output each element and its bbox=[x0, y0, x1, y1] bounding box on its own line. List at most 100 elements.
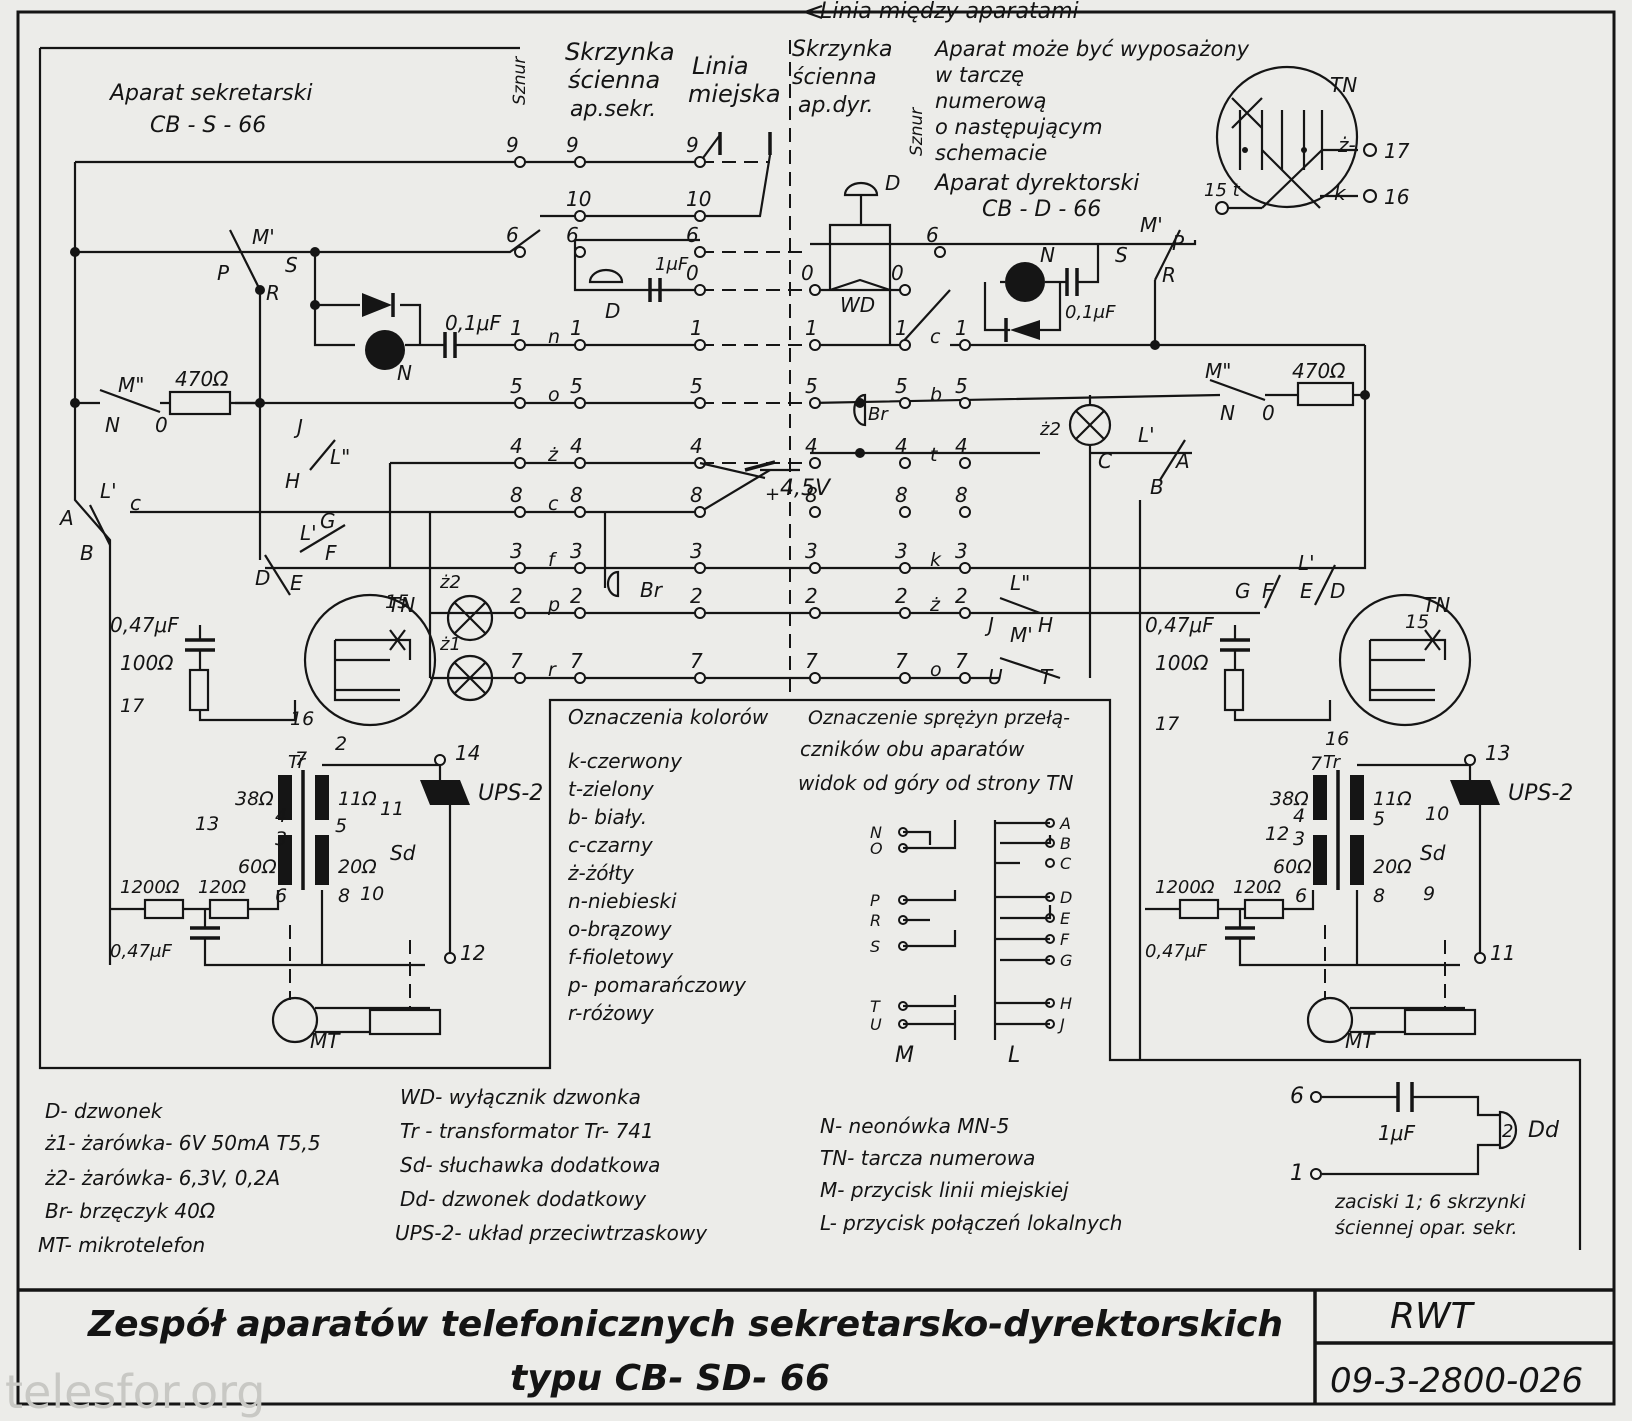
svg-text:S: S bbox=[285, 253, 298, 277]
terminal-number: 5 bbox=[510, 374, 523, 398]
terminal-number: 5 bbox=[895, 374, 908, 398]
inter-apparatus-line-label: Linia między aparatami bbox=[804, 0, 1079, 24]
svg-text:14: 14 bbox=[455, 741, 480, 765]
svg-text:o następującym: o następującym bbox=[935, 115, 1103, 139]
svg-text:F: F bbox=[1262, 579, 1274, 603]
svg-text:470Ω: 470Ω bbox=[175, 367, 229, 391]
svg-text:F: F bbox=[325, 541, 337, 565]
svg-text:Br: Br bbox=[640, 578, 664, 602]
terminal bbox=[514, 246, 526, 258]
svg-text:11: 11 bbox=[380, 798, 404, 820]
svg-text:20Ω: 20Ω bbox=[338, 856, 377, 878]
svg-text:H: H bbox=[285, 469, 300, 493]
svg-text:J: J bbox=[984, 613, 994, 637]
terminal bbox=[574, 562, 586, 574]
svg-text:J: J bbox=[293, 415, 303, 439]
abbreviation: Dd- dzwonek dodatkowy bbox=[400, 1187, 647, 1211]
svg-text:L': L' bbox=[300, 521, 317, 545]
svg-text:E: E bbox=[290, 571, 303, 595]
svg-text:k: k bbox=[1334, 181, 1347, 205]
column-headers: Sznur Skrzynka ścienna ap.sekr. Linia mi… bbox=[510, 37, 927, 156]
svg-text:Aparat może być wyposażony: Aparat może być wyposażony bbox=[933, 37, 1250, 61]
terminal-number: 1 bbox=[690, 316, 703, 340]
terminal bbox=[574, 246, 586, 258]
terminal bbox=[514, 607, 526, 619]
svg-text:0,1μF: 0,1μF bbox=[445, 311, 502, 335]
terminal bbox=[809, 607, 821, 619]
terminal-number: 8 bbox=[570, 483, 583, 507]
svg-text:czników obu aparatów: czników obu aparatów bbox=[800, 737, 1025, 761]
svg-text:Br: Br bbox=[868, 404, 889, 425]
terminal-number: 7 bbox=[955, 649, 968, 673]
svg-text:60Ω: 60Ω bbox=[238, 856, 277, 878]
svg-text:0,47μF: 0,47μF bbox=[110, 613, 179, 637]
box-sec-l1: Skrzynka bbox=[565, 38, 675, 66]
svg-text:L": L" bbox=[1010, 571, 1030, 595]
watermark: telesfor.org bbox=[5, 1365, 265, 1419]
svg-text:1200Ω: 1200Ω bbox=[120, 877, 180, 898]
svg-text:L': L' bbox=[1138, 423, 1155, 447]
terminal-number: 0 bbox=[801, 261, 814, 285]
terminal-number: 2 bbox=[690, 584, 703, 608]
svg-text:J: J bbox=[1057, 1015, 1065, 1034]
director-name: Aparat dyrektorski bbox=[933, 171, 1139, 196]
terminal-number: 1 bbox=[570, 316, 583, 340]
row-color-right: ż bbox=[929, 594, 941, 616]
terminal-number: 7 bbox=[690, 649, 703, 673]
terminal bbox=[574, 506, 586, 518]
svg-text:T: T bbox=[870, 997, 881, 1016]
title-org: RWT bbox=[1390, 1296, 1476, 1337]
terminal-number: 8 bbox=[690, 483, 703, 507]
terminal bbox=[959, 506, 971, 518]
svg-text:P: P bbox=[217, 261, 230, 285]
svg-text:c: c bbox=[130, 491, 141, 515]
terminal-number: 3 bbox=[510, 539, 523, 563]
director-type: CB - D - 66 bbox=[982, 197, 1101, 222]
title-line1: Zespół aparatów telefonicznych sekretars… bbox=[87, 1304, 1283, 1345]
svg-text:7: 7 bbox=[1310, 753, 1322, 775]
terminal bbox=[574, 156, 586, 168]
svg-text:M': M' bbox=[1010, 623, 1033, 647]
svg-text:8: 8 bbox=[338, 885, 350, 907]
terminal bbox=[574, 339, 586, 351]
svg-text:L': L' bbox=[1298, 551, 1315, 575]
terminal bbox=[574, 210, 586, 222]
terminal-number: 4 bbox=[895, 434, 908, 458]
svg-text:13: 13 bbox=[195, 813, 219, 835]
svg-text:ż-: ż- bbox=[1337, 133, 1356, 157]
svg-text:M': M' bbox=[1140, 213, 1163, 237]
terminal bbox=[809, 284, 821, 296]
svg-text:Sznur: Sznur bbox=[510, 56, 530, 105]
svg-text:Sd: Sd bbox=[390, 841, 416, 865]
terminal-number: 6 bbox=[686, 223, 699, 247]
terminal bbox=[899, 397, 911, 409]
terminal-number: 8 bbox=[955, 483, 968, 507]
doc-number: 09-3-2800-026 bbox=[1330, 1361, 1583, 1401]
svg-text:10: 10 bbox=[1425, 803, 1449, 825]
terminal bbox=[809, 672, 821, 684]
svg-text:120Ω: 120Ω bbox=[198, 877, 246, 898]
svg-text:Linia między aparatami: Linia między aparatami bbox=[820, 0, 1079, 24]
svg-text:H: H bbox=[1038, 613, 1053, 637]
terminal bbox=[899, 607, 911, 619]
svg-text:100Ω: 100Ω bbox=[1155, 651, 1209, 675]
svg-text:B: B bbox=[1060, 834, 1071, 853]
svg-text:N: N bbox=[1220, 401, 1235, 425]
terminal bbox=[934, 246, 946, 258]
terminal-number: 10 bbox=[686, 187, 711, 211]
svg-text:E: E bbox=[1060, 909, 1071, 928]
svg-text:6: 6 bbox=[1295, 885, 1307, 907]
title-line2: typu CB- SD- 66 bbox=[510, 1358, 830, 1399]
abbreviation: ż2- żarówka- 6,3V, 0,2A bbox=[44, 1166, 280, 1190]
terminal-number: 4 bbox=[955, 434, 968, 458]
box-dir-l2: ścienna bbox=[792, 65, 877, 90]
svg-text:F: F bbox=[1060, 930, 1070, 949]
svg-text:D: D bbox=[1060, 888, 1072, 907]
secretary-frame bbox=[38, 46, 1582, 1250]
svg-text:8: 8 bbox=[1373, 885, 1385, 907]
terminal bbox=[694, 156, 706, 168]
